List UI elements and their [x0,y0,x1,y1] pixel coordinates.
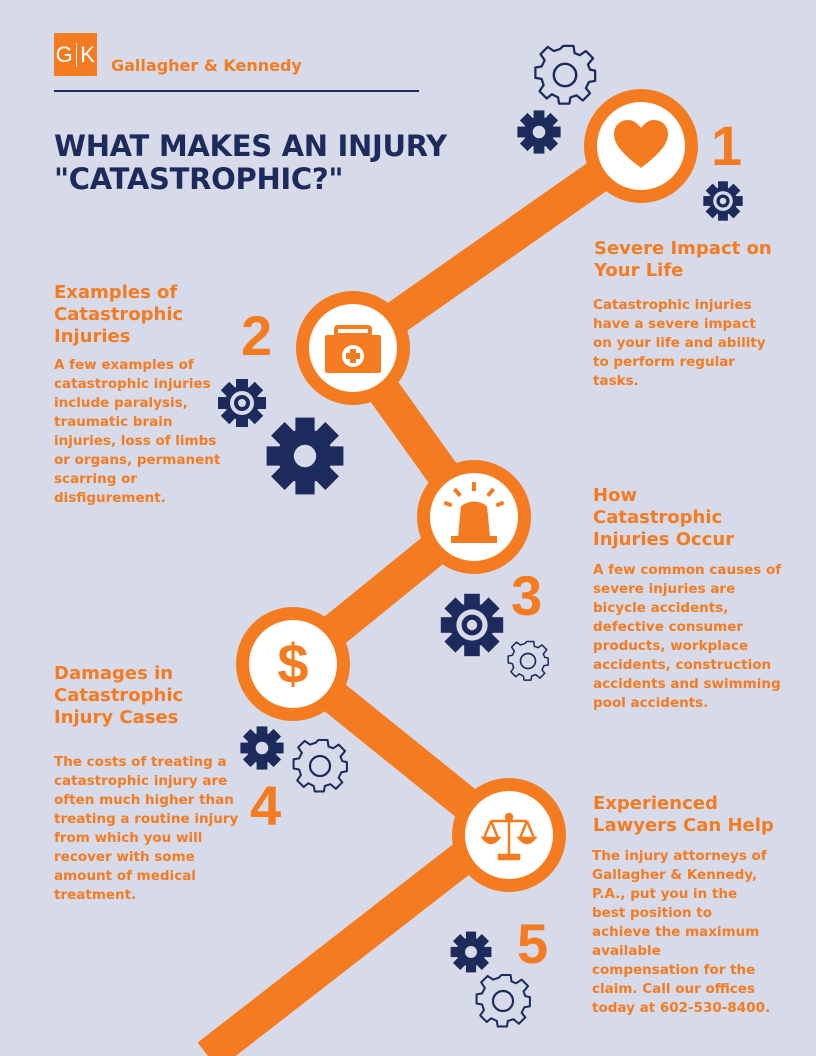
gear-icon [507,640,550,681]
gear-icon [440,593,504,657]
step-5-node [452,778,566,892]
siren-icon [443,482,505,543]
step-1-node [584,89,698,203]
step-1-body: Catastrophic injuries have a severe impa… [593,297,766,389]
gear-icon [534,44,597,105]
step-4-body: The costs of treating a catastrophic inj… [54,754,239,903]
logo-divider [76,42,78,67]
step-2-body: A few examples of catastrophic injuries … [54,357,221,506]
logo-letter-g: G [55,41,74,67]
gear-icon [475,973,532,1028]
header-divider [54,90,419,92]
step-4-node: $ [236,607,350,721]
step-2-node [296,291,410,405]
gear-icon [450,931,492,973]
logo-letter-k: K [80,41,96,67]
company-logo: G K [54,33,97,76]
step-3-title: How Catastrophic Injuries Occur [593,485,735,550]
step-number-3: 3 [511,564,543,627]
heart-icon [614,120,668,168]
step-2-title: Examples of Catastrophic Injuries [54,282,184,347]
gear-icon [703,181,743,221]
gear-icon [517,110,561,154]
step-number-5: 5 [517,912,549,975]
step-1-title: Severe Impact on Your Life [594,238,772,281]
step-3-node [417,460,531,574]
brand-name: Gallagher & Kennedy [111,56,302,75]
gear-icon [266,417,344,495]
step-5-title: Experienced Lawyers Can Help [593,793,774,836]
step-3-body: A few common causes of severe injuries a… [593,562,782,711]
scales-icon [480,812,538,861]
step-4-title: Damages in Catastrophic Injury Cases [54,663,184,728]
page-title: WHAT MAKES AN INJURY "CATASTROPHIC?" [54,129,447,196]
first-aid-kit-icon [325,325,381,373]
step-number-2: 2 [241,304,273,367]
step-number-4: 4 [250,774,282,837]
gear-icon [292,738,349,793]
step-5-body: The injury attorneys of Gallagher & Kenn… [592,848,771,1016]
dollar-icon: $ [277,632,308,695]
step-number-1: 1 [711,114,743,177]
